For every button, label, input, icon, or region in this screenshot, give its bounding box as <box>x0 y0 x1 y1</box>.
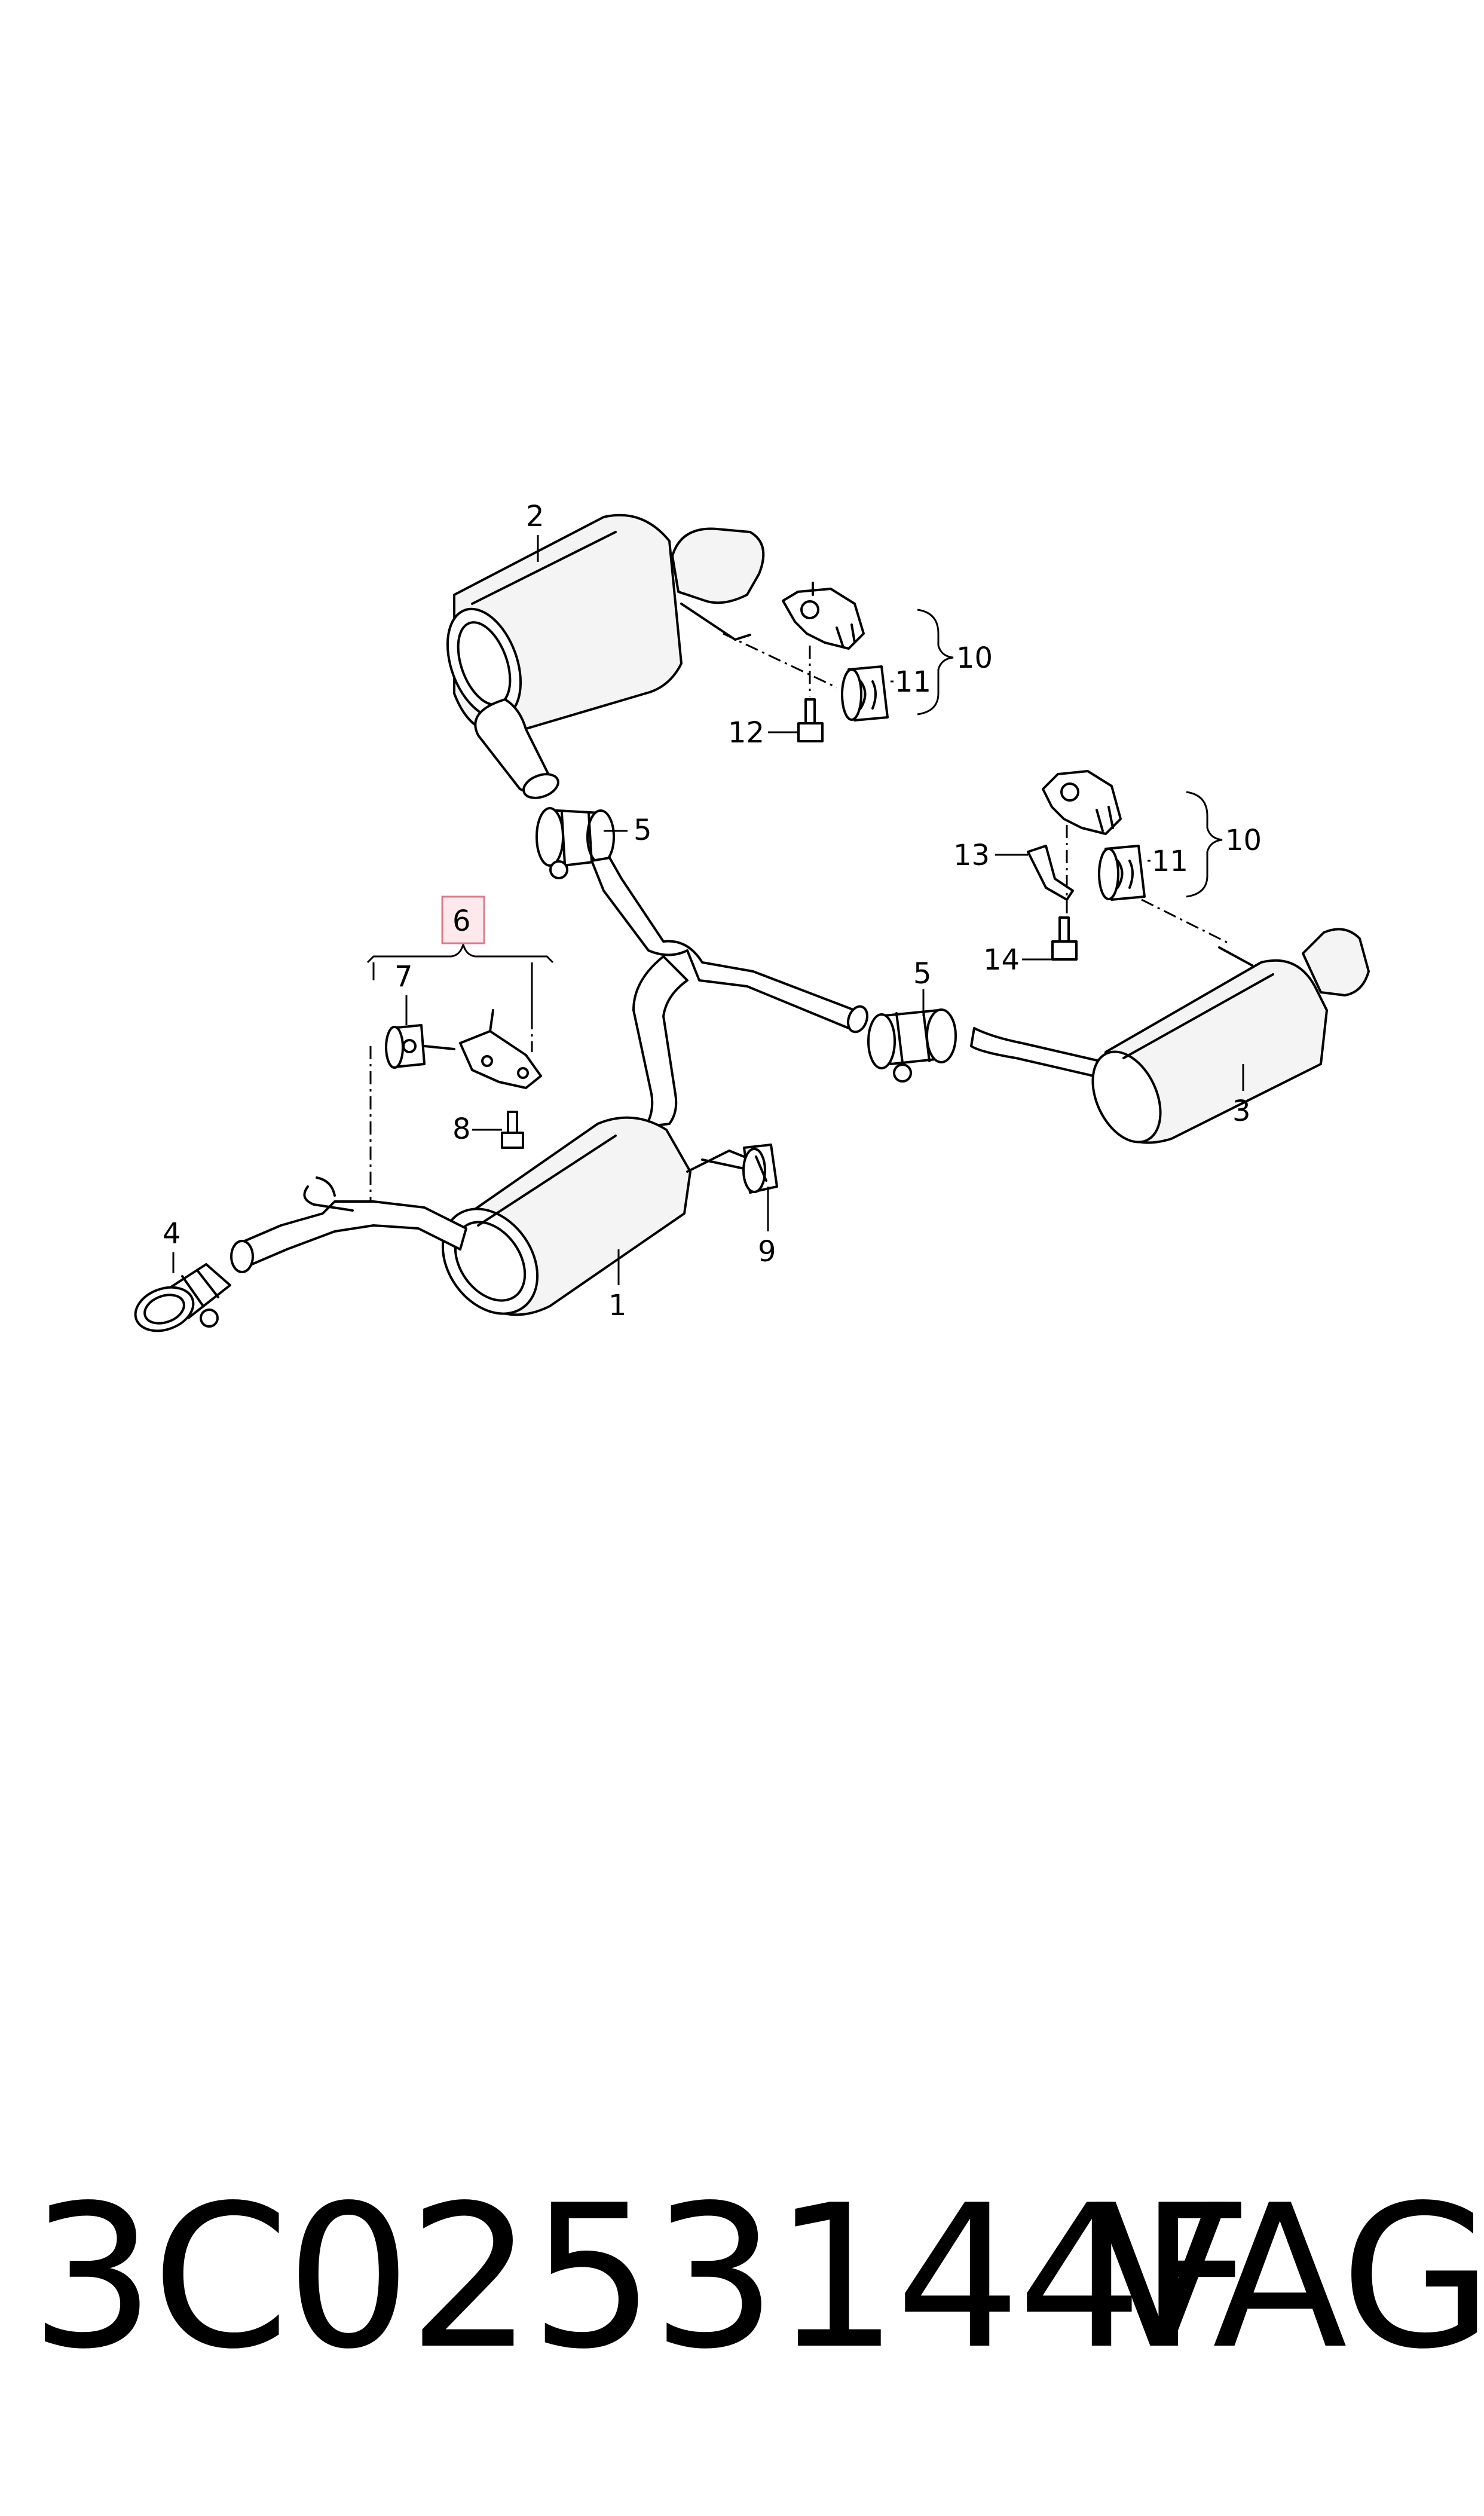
clamp-upper[interactable] <box>536 807 615 879</box>
callout-4: 4 <box>163 1217 181 1251</box>
y-pipe[interactable] <box>590 857 871 1128</box>
rear-silencer-right[interactable] <box>1079 928 1370 1152</box>
front-pipe[interactable] <box>230 1176 467 1273</box>
exhaust-system-diagram: 2 3 1 4 5 5 6 7 8 9 10 10 11 11 12 13 14 <box>129 500 1370 1338</box>
bolt-14[interactable] <box>1051 916 1078 961</box>
highlight-box-6 <box>441 895 485 944</box>
callout-5-right: 5 <box>913 957 932 990</box>
rubber-hanger-11-upper[interactable] <box>841 665 889 722</box>
hanger-bracket-lower[interactable] <box>1042 770 1122 835</box>
brand-name: VAG <box>1094 2163 1484 2392</box>
bolt-8[interactable] <box>501 1111 524 1149</box>
callout-11-lower: 11 <box>1152 845 1188 878</box>
callout-7: 7 <box>394 960 413 993</box>
callout-1: 1 <box>608 1289 627 1322</box>
bolt-12[interactable] <box>797 698 824 742</box>
rear-silencer-left[interactable] <box>434 513 765 735</box>
rubber-mount-9[interactable] <box>701 1144 778 1194</box>
callout-14: 14 <box>983 943 1020 977</box>
rubber-hanger-11-lower[interactable] <box>1098 845 1146 901</box>
callout-6[interactable]: 6 <box>452 904 471 938</box>
callout-5-upper: 5 <box>634 814 652 847</box>
part-number: 3C0253144F <box>30 2163 1253 2392</box>
callout-10-upper: 10 <box>956 641 993 675</box>
callout-12: 12 <box>728 716 764 750</box>
rubber-mount-7[interactable] <box>385 1024 455 1069</box>
bracket-6[interactable] <box>459 1009 542 1089</box>
connecting-pipe-upper[interactable] <box>474 698 561 802</box>
callout-11-upper: 11 <box>895 665 931 699</box>
callout-10-lower: 10 <box>1225 824 1262 857</box>
hanger-bracket-upper[interactable] <box>782 582 865 650</box>
callout-2: 2 <box>526 500 544 533</box>
callout-3: 3 <box>1232 1095 1251 1128</box>
bracket-13[interactable] <box>1027 845 1074 901</box>
callout-8: 8 <box>452 1112 471 1146</box>
callout-9: 9 <box>758 1235 776 1268</box>
clamp-right[interactable] <box>867 1008 957 1083</box>
front-silencer[interactable] <box>423 1116 745 1332</box>
footer: 3C0253144F VAG <box>0 2152 1484 2403</box>
callout-13: 13 <box>953 839 990 872</box>
clamp-front[interactable] <box>129 1263 231 1338</box>
